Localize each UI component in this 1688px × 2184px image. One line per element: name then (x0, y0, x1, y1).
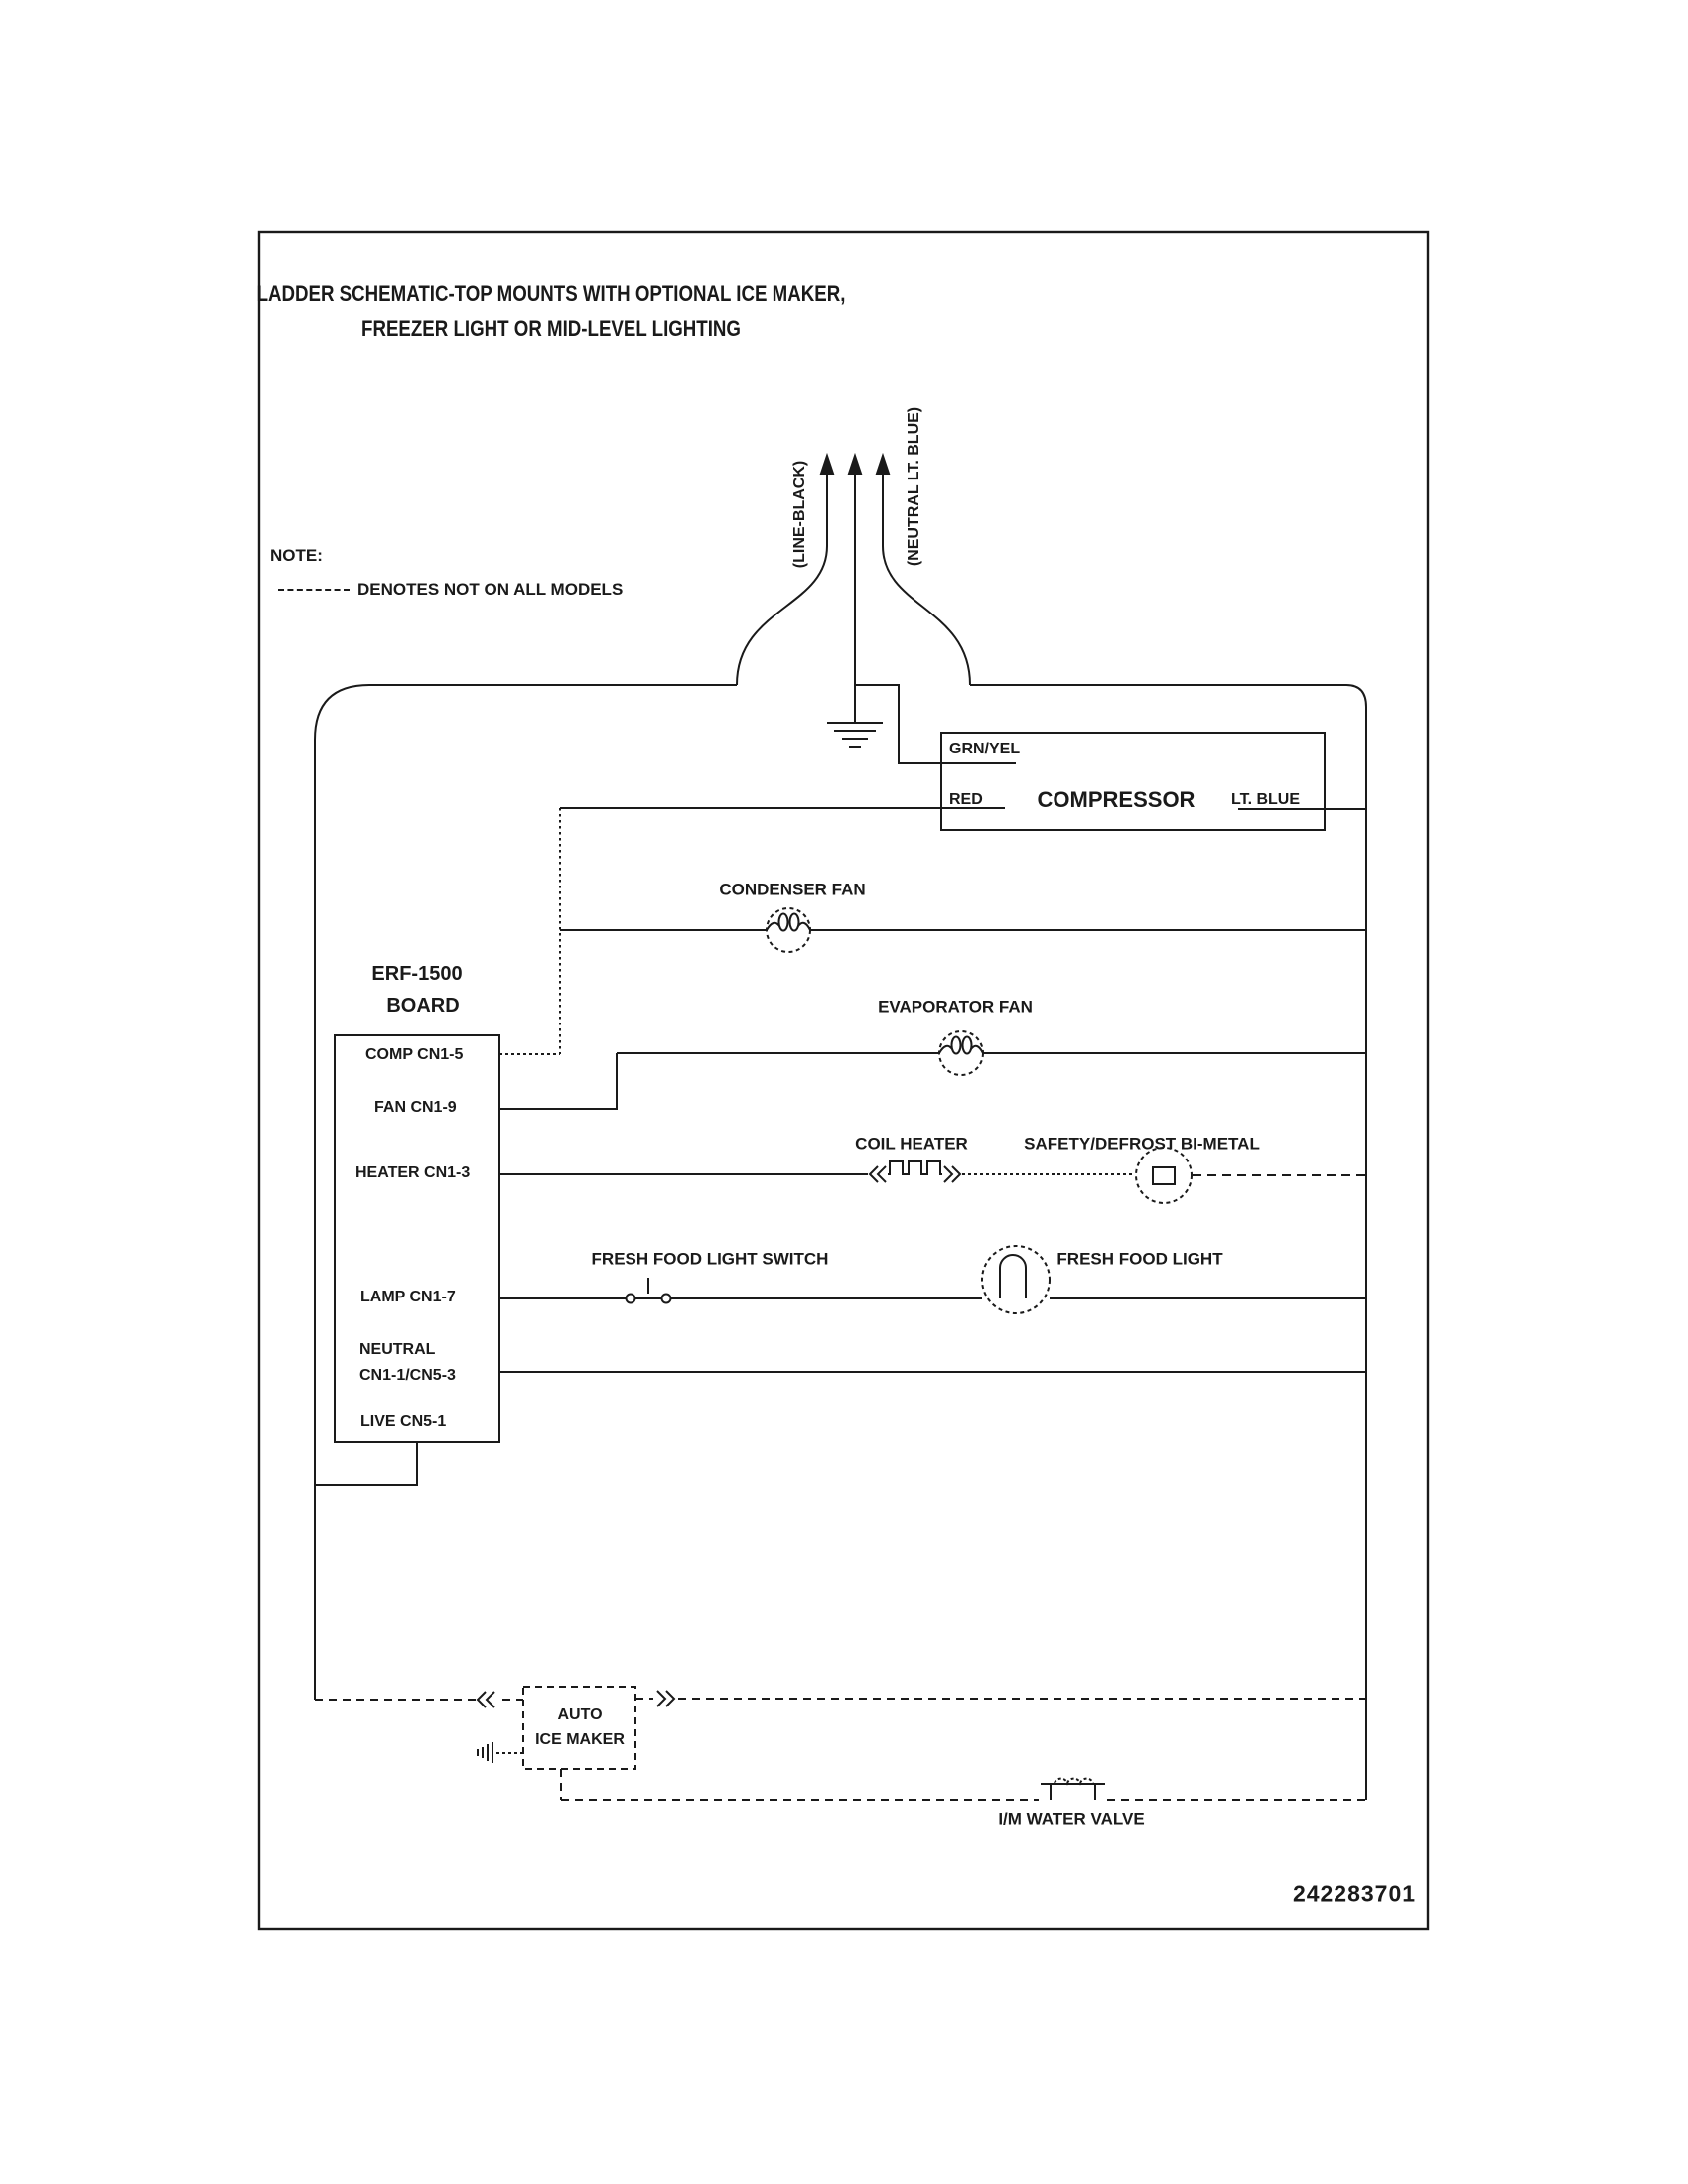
compressor-red-label: RED (949, 791, 983, 808)
ground-icon (827, 722, 883, 748)
water-valve-icon (1041, 1777, 1105, 1800)
board-pin-comp: COMP CN1-5 (365, 1046, 464, 1063)
connector-chevrons-icon (476, 1690, 676, 1708)
left-rail (314, 684, 737, 1700)
board-pin-live: LIVE CN5-1 (360, 1413, 447, 1430)
fresh-food-light-label: FRESH FOOD LIGHT (1056, 1249, 1223, 1269)
evaporator-fan-rung (499, 1052, 1366, 1110)
compressor-lt-blue-label: LT. BLUE (1231, 791, 1301, 808)
live-wire (315, 1442, 418, 1486)
note-legend-text: DENOTES NOT ON ALL MODELS (357, 580, 624, 599)
ice-maker-wires (315, 1698, 1366, 1801)
compressor-wires (560, 684, 1366, 810)
compressor-outline (940, 732, 1326, 831)
condenser-fan-motor-icon (766, 907, 811, 953)
board-name-line2: BOARD (386, 995, 460, 1017)
coil-heater-icon (868, 1160, 962, 1183)
light-switch-icon (625, 1278, 672, 1304)
compressor-label: COMPRESSOR (1037, 787, 1196, 812)
light-bulb-icon (981, 1245, 1051, 1314)
board-pin-neutral-line2: CN1-1/CN5-3 (359, 1367, 456, 1384)
board-pin-neutral-line1: NEUTRAL (359, 1341, 436, 1358)
ice-maker-ground-icon (477, 1742, 523, 1763)
evaporator-fan-label: EVAPORATOR FAN (878, 997, 1033, 1017)
evaporator-fan-motor-icon (938, 1030, 984, 1076)
schematic-title-line1: LADDER SCHEMATIC-TOP MOUNTS WITH OPTIONA… (256, 281, 846, 306)
neutral-lt-blue-label: (NEUTRAL LT. BLUE) (906, 406, 922, 567)
right-rail (970, 684, 1367, 1800)
power-entry-lines (736, 452, 971, 723)
board-pin-fan: FAN CN1-9 (374, 1099, 457, 1116)
schematic-title-line2: FREEZER LIGHT OR MID-LEVEL LIGHTING (361, 316, 741, 341)
arrow-up-icon (875, 452, 891, 475)
board-pin-heater: HEATER CN1-3 (355, 1164, 471, 1181)
arrow-up-icon (847, 452, 863, 475)
dashed-line-sample (278, 588, 350, 591)
part-number: 242283701 (1292, 1880, 1417, 1907)
light-switch-label: FRESH FOOD LIGHT SWITCH (591, 1249, 829, 1269)
water-valve-label: I/M WATER VALVE (998, 1809, 1145, 1829)
note-heading: NOTE: (270, 546, 323, 565)
coil-heater-label: COIL HEATER (855, 1134, 968, 1154)
bimetal-icon (1135, 1147, 1193, 1204)
ice-maker-outline (522, 1686, 636, 1770)
ice-maker-label-line2: ICE MAKER (535, 1731, 625, 1748)
compressor-grn-yel-label: GRN/YEL (949, 741, 1021, 757)
line-black-label: (LINE-BLACK) (791, 460, 808, 569)
bimetal-label: SAFETY/DEFROST BI-METAL (1024, 1134, 1260, 1154)
board-pin-lamp: LAMP CN1-7 (360, 1289, 456, 1305)
condenser-fan-label: CONDENSER FAN (719, 880, 866, 899)
arrow-up-icon (819, 452, 835, 475)
board-outline (334, 1034, 500, 1443)
note-legend: DENOTES NOT ON ALL MODELS (278, 581, 623, 598)
board-name-line1: ERF-1500 (371, 963, 463, 985)
page-border (257, 230, 1430, 1931)
ice-maker-label-line1: AUTO (557, 1706, 603, 1723)
